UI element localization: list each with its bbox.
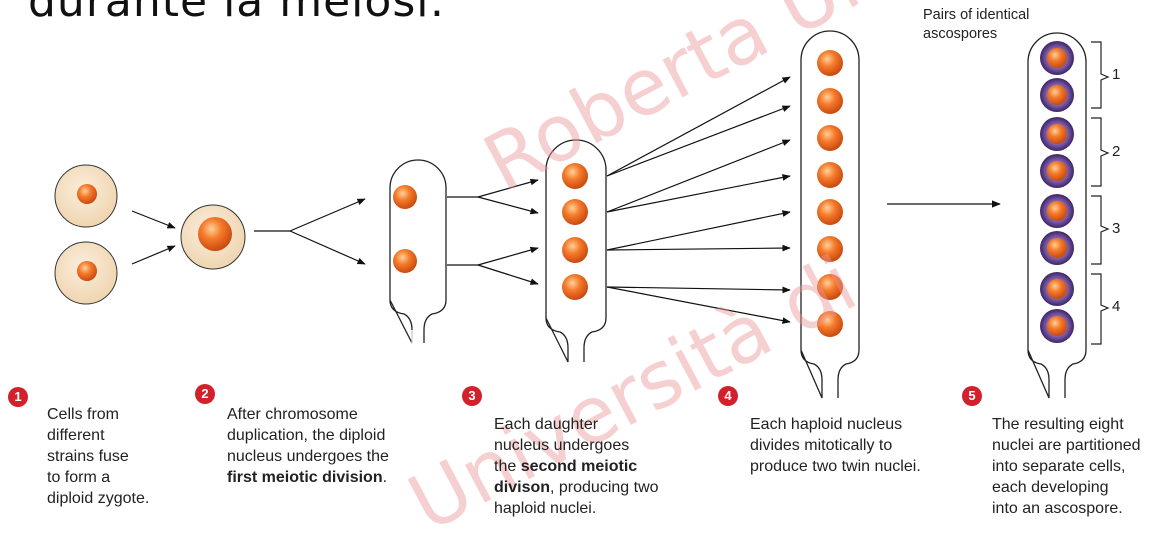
pair-number-3: 3 — [1112, 220, 1120, 237]
step-text: Cells from different strains fuse to for… — [47, 404, 187, 509]
pair-number-1: 1 — [1112, 66, 1120, 83]
step-text: After chromosome duplication, the diploi… — [227, 404, 442, 488]
haploid-cell-b — [55, 242, 117, 304]
pair-braces — [1091, 42, 1108, 344]
pair-number-4: 4 — [1112, 298, 1120, 315]
pair-number-2: 2 — [1112, 143, 1120, 160]
step-badge: 2 — [195, 384, 215, 404]
pairs-label: Pairs of identical ascospores — [923, 6, 1029, 44]
ascus-two-nuclei — [390, 160, 446, 343]
fusion-arrow-b — [132, 246, 175, 264]
step-badge: 3 — [462, 386, 482, 406]
step-text: Each haploid nucleus divides mitotically… — [750, 414, 970, 477]
diploid-zygote — [181, 205, 245, 269]
ascus-eight-ascospores — [1028, 33, 1086, 398]
ascus-eight-nuclei — [801, 31, 859, 398]
step-badge: 4 — [718, 386, 738, 406]
step-text: Each daughter nucleus undergoes the seco… — [494, 414, 714, 519]
mitosis-arrows — [607, 77, 790, 322]
haploid-cell-a — [55, 165, 117, 227]
ascus-four-nuclei — [546, 140, 606, 362]
step-text: The resulting eight nuclei are partition… — [992, 414, 1157, 519]
step-badge: 5 — [962, 386, 982, 406]
step-badge: 1 — [8, 387, 28, 407]
fusion-arrow-a — [132, 211, 175, 228]
